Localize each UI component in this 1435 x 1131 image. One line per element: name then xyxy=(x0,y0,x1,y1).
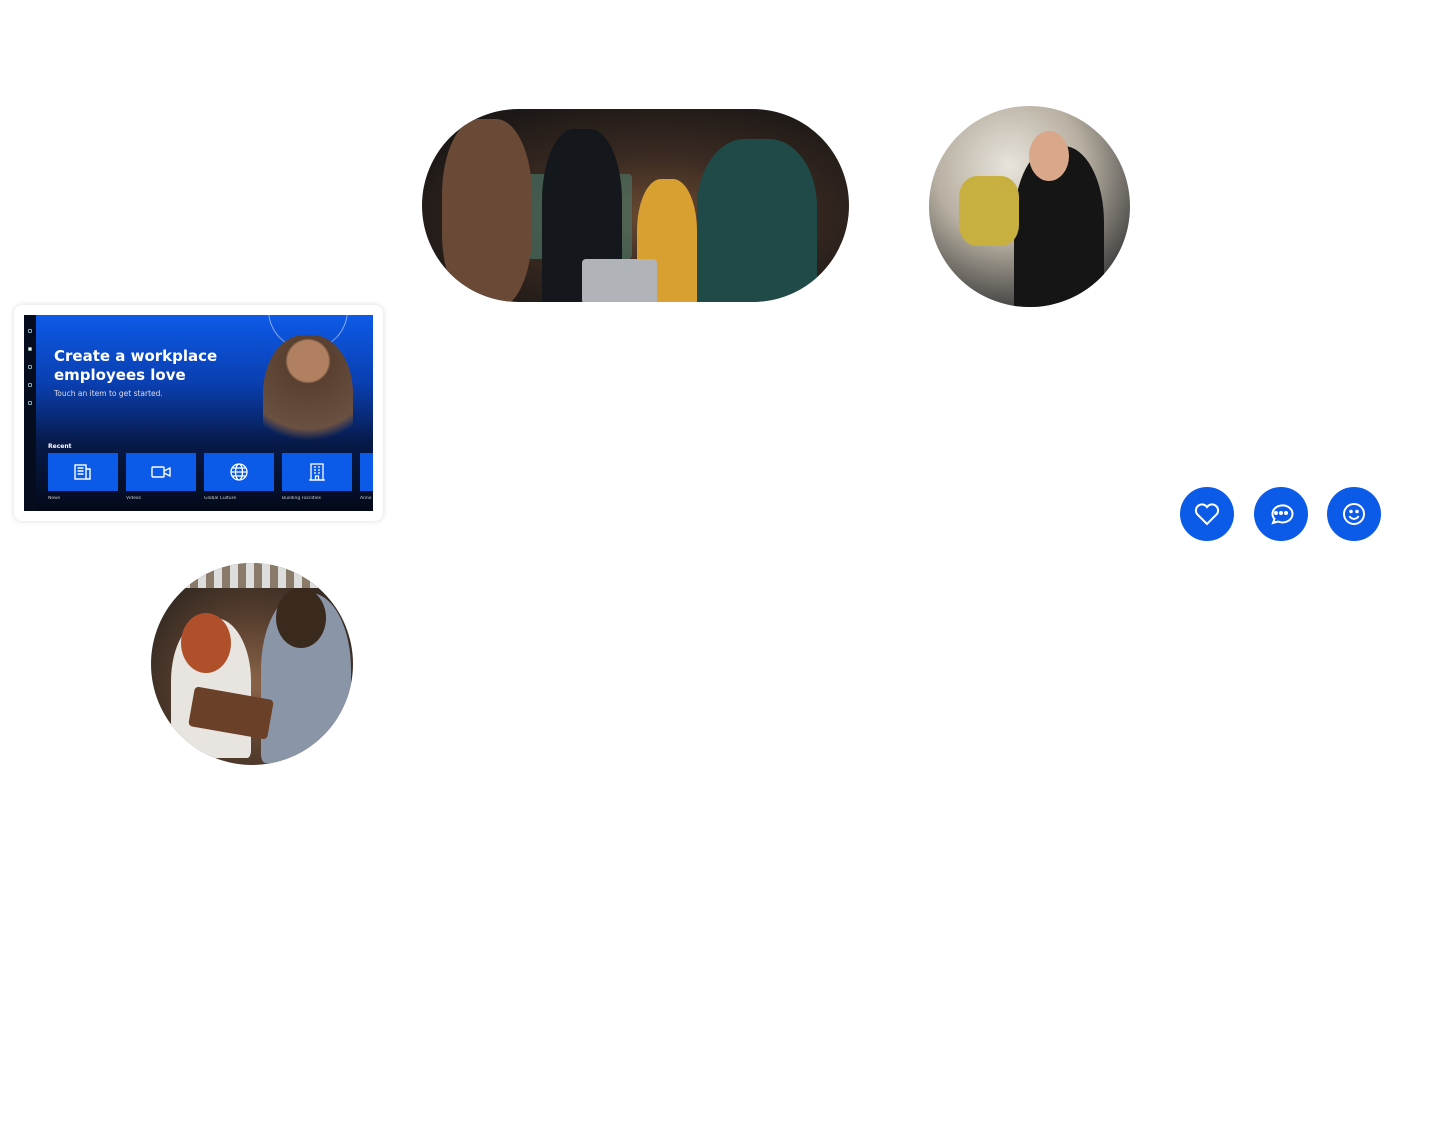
tile-announcements[interactable] xyxy=(360,453,373,491)
search-icon[interactable] xyxy=(28,329,32,333)
emoji-button[interactable] xyxy=(1327,487,1381,541)
like-button[interactable] xyxy=(1180,487,1234,541)
tile-label: Building Facilities xyxy=(282,496,321,501)
globe-icon xyxy=(230,463,248,481)
history-icon[interactable] xyxy=(28,365,32,369)
woman-with-coffee-photo xyxy=(929,106,1130,307)
heart-icon xyxy=(1194,503,1220,526)
inbox-icon[interactable] xyxy=(28,383,32,387)
home-icon[interactable] xyxy=(28,347,32,351)
tile-label: Global Culture xyxy=(204,496,237,501)
hero-title: Create a workplace employees love xyxy=(54,347,218,384)
colleagues-with-tablet-photo xyxy=(151,563,353,765)
hero-image xyxy=(263,335,353,465)
hero-subtitle: Touch an item to get started. xyxy=(54,389,163,398)
comment-button[interactable] xyxy=(1254,487,1308,541)
tile-global-culture[interactable] xyxy=(204,453,274,491)
tile-building-facilities[interactable] xyxy=(282,453,352,491)
tile-videos[interactable] xyxy=(126,453,196,491)
recent-label: Recent xyxy=(48,443,72,450)
tile-news[interactable] xyxy=(48,453,118,491)
video-icon xyxy=(151,466,171,478)
app-preview-card: Create a workplace employees love Touch … xyxy=(14,305,383,521)
chat-icon xyxy=(1271,504,1294,525)
smile-icon xyxy=(1343,503,1365,525)
gallery-icon[interactable] xyxy=(28,401,32,405)
tile-label: Anno xyxy=(360,496,372,501)
newspaper-icon xyxy=(74,464,91,480)
app-screen: Create a workplace employees love Touch … xyxy=(24,315,373,511)
tile-label: News xyxy=(48,496,61,501)
building-icon xyxy=(309,463,325,481)
tile-label: Videos xyxy=(126,496,141,501)
side-rail xyxy=(24,315,36,511)
team-meeting-photo xyxy=(422,109,849,302)
